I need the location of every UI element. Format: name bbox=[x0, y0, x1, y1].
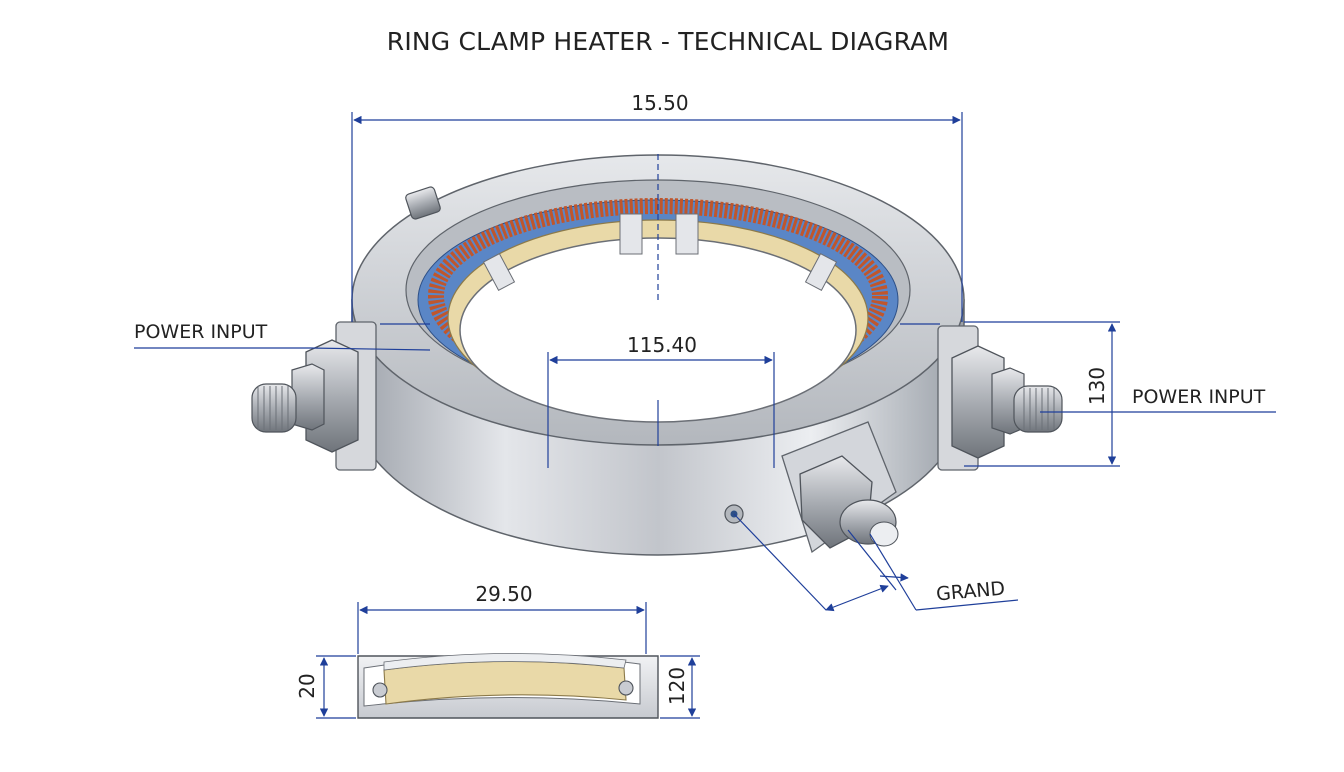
section-screw bbox=[618, 680, 634, 696]
leader-line bbox=[309, 347, 431, 351]
label-power-input-right: POWER INPUT bbox=[1132, 386, 1266, 408]
coil-clip bbox=[619, 213, 643, 255]
diagram-title: RING CLAMP HEATER - TECHNICAL DIAGRAM bbox=[387, 27, 949, 56]
left-power-terminal bbox=[251, 321, 377, 471]
cross-section bbox=[316, 602, 700, 719]
label-section-width: 29.50 bbox=[475, 582, 532, 606]
leader-line bbox=[915, 599, 1019, 611]
dimension-lines bbox=[134, 112, 1276, 612]
hex-nut bbox=[291, 363, 325, 431]
section-cover bbox=[383, 653, 627, 671]
ring-heater bbox=[351, 154, 965, 556]
coil-clip bbox=[804, 252, 838, 292]
top-fitting bbox=[405, 186, 441, 220]
ground-terminal bbox=[781, 421, 899, 554]
label-section-height-left: 20 bbox=[295, 673, 319, 698]
leader-line bbox=[733, 513, 827, 611]
threaded-stud bbox=[1013, 385, 1063, 433]
label-height: 130 bbox=[1085, 367, 1109, 405]
label-inner-diameter: 115.40 bbox=[627, 333, 697, 357]
thread-lines bbox=[1023, 388, 1055, 430]
section-screw bbox=[372, 682, 388, 698]
dim-ground bbox=[825, 584, 889, 612]
leader-line bbox=[869, 533, 917, 611]
thread-lines bbox=[257, 386, 289, 430]
leader-arrow bbox=[879, 573, 909, 582]
label-ground: GRAND bbox=[935, 578, 1006, 606]
coil-clip bbox=[675, 213, 699, 255]
hex-nut bbox=[951, 345, 1005, 459]
label-power-input-left: POWER INPUT bbox=[134, 321, 268, 343]
label-overall-width: 15.50 bbox=[631, 91, 688, 115]
right-power-terminal bbox=[937, 325, 1063, 471]
coil-clip bbox=[482, 252, 516, 292]
leader-line bbox=[847, 529, 897, 591]
section-dimension-lines bbox=[316, 602, 700, 719]
threaded-stud bbox=[251, 383, 297, 433]
fitting-body bbox=[405, 186, 441, 220]
label-section-height-right: 120 bbox=[665, 667, 689, 705]
stud-end bbox=[869, 521, 899, 547]
